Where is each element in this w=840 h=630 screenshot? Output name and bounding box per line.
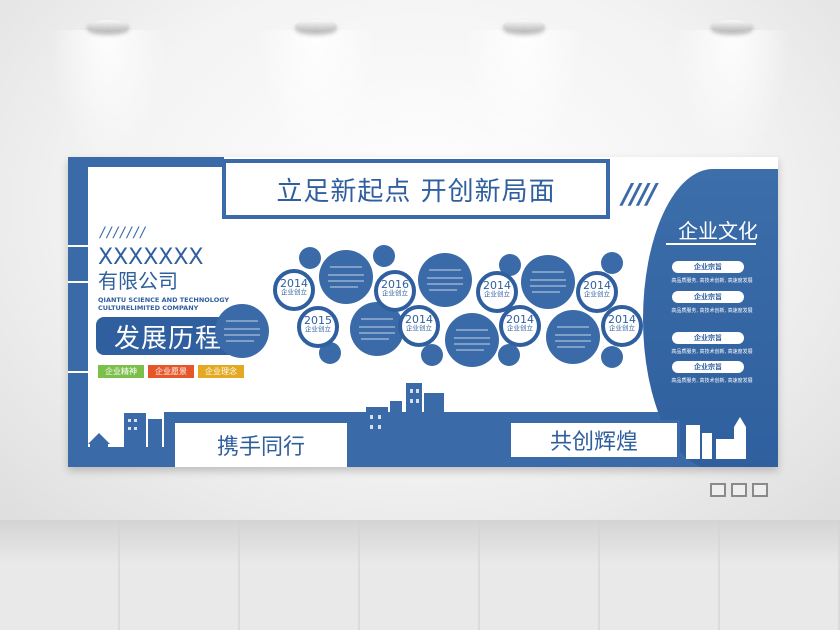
decor-dot	[373, 245, 395, 267]
culture-item-label: 企业宗旨	[672, 332, 744, 344]
year-caption: 企业创立	[584, 290, 610, 298]
company-en: CULTURELIMITED COMPANY	[98, 304, 199, 312]
year-caption: 企业创立	[305, 325, 331, 333]
company-name: XXXXXXX	[98, 245, 204, 270]
prev-button[interactable]	[710, 483, 726, 497]
year-ring	[398, 305, 440, 347]
decor-slashes: ///////	[100, 225, 148, 241]
divider	[68, 371, 88, 373]
slogan-left: 携手同行	[172, 420, 350, 467]
year-label: 2014	[280, 277, 308, 290]
timeline	[215, 245, 643, 368]
tag-vision: 企业愿景	[148, 365, 194, 378]
culture-item-desc: 高品质服务, 高技术创新, 高速度发展	[671, 278, 753, 284]
culture-wall-board: 立足新起点 开创新局面 //// /////// XXXXXXX 有限公司 QI…	[68, 157, 778, 467]
company-name-cn: 有限公司	[98, 269, 178, 293]
spotlight-glow	[48, 30, 168, 160]
decor-dot	[601, 346, 623, 368]
culture-panel	[643, 169, 778, 467]
milestone-bubble	[418, 253, 472, 307]
culture-item-desc: 高品质服务, 高技术创新, 高速度发展	[671, 349, 753, 355]
year-caption: 企业创立	[382, 289, 408, 297]
year-caption: 企业创立	[281, 288, 307, 296]
spotlight-glow	[464, 30, 584, 160]
spotlight-icon	[503, 20, 545, 32]
company-en: QIANTU SCIENCE AND TECHNOLOGY	[98, 296, 230, 304]
year-label: 2016	[381, 278, 409, 291]
spotlight-icon	[711, 20, 753, 32]
culture-title: 企业文化	[678, 219, 758, 243]
decor-dot	[421, 344, 443, 366]
year-ring	[297, 306, 339, 348]
tag-spirit: 企业精神	[98, 365, 144, 378]
culture-item-label: 企业宗旨	[672, 291, 744, 303]
decor-dot	[601, 252, 623, 274]
floor	[0, 520, 840, 630]
divider	[68, 245, 88, 247]
milestone-bubble	[521, 255, 575, 309]
culture-item-desc: 高品质服务, 高技术创新, 高速度发展	[671, 308, 753, 314]
milestone-bubble	[350, 302, 404, 356]
year-ring	[601, 305, 643, 347]
divider	[666, 243, 756, 245]
frame-left-strip	[68, 157, 88, 467]
next-button[interactable]	[752, 483, 768, 497]
year-ring	[374, 270, 416, 312]
decor-dot	[498, 344, 520, 366]
culture-item-label: 企业宗旨	[672, 261, 744, 273]
decor-dot	[499, 254, 521, 276]
frame-top-strip	[68, 157, 224, 167]
city-skyline	[88, 383, 746, 462]
tag-idea: 企业理念	[198, 365, 244, 378]
milestone-bubble	[445, 313, 499, 367]
company-block: XXXXXXX 有限公司 QIANTU SCIENCE AND TECHNOLO…	[98, 245, 230, 313]
culture-item-desc: 高品质服务, 高技术创新, 高速度发展	[671, 378, 753, 384]
year-caption: 企业创立	[484, 290, 510, 298]
year-ring	[476, 271, 518, 313]
slogan-right: 共创辉煌	[508, 420, 680, 460]
year-label: 2014	[506, 313, 534, 326]
decor-slashes: ////	[622, 177, 657, 210]
spotlight-icon	[87, 20, 129, 32]
year-label: 2014	[405, 313, 433, 326]
year-caption: 企业创立	[609, 324, 635, 332]
milestone-bubble	[215, 304, 269, 358]
divider	[68, 281, 88, 283]
culture-item-label: 企业宗旨	[672, 361, 744, 373]
year-ring	[576, 271, 618, 313]
spotlight-glow	[672, 30, 792, 160]
year-label: 2014	[608, 313, 636, 326]
year-label: 2015	[304, 314, 332, 327]
milestone-bubble	[319, 250, 373, 304]
year-label: 2014	[483, 279, 511, 292]
spotlight-icon	[295, 20, 337, 32]
year-label: 2014	[583, 279, 611, 292]
play-button[interactable]	[731, 483, 747, 497]
headline: 立足新起点 开创新局面	[222, 159, 610, 219]
year-ring	[273, 269, 315, 311]
year-ring	[499, 305, 541, 347]
year-caption: 企业创立	[406, 324, 432, 332]
milestone-bubble	[546, 310, 600, 364]
decor-dot	[319, 342, 341, 364]
decor-dot	[299, 247, 321, 269]
spotlight-glow	[256, 30, 376, 160]
year-caption: 企业创立	[507, 324, 533, 332]
